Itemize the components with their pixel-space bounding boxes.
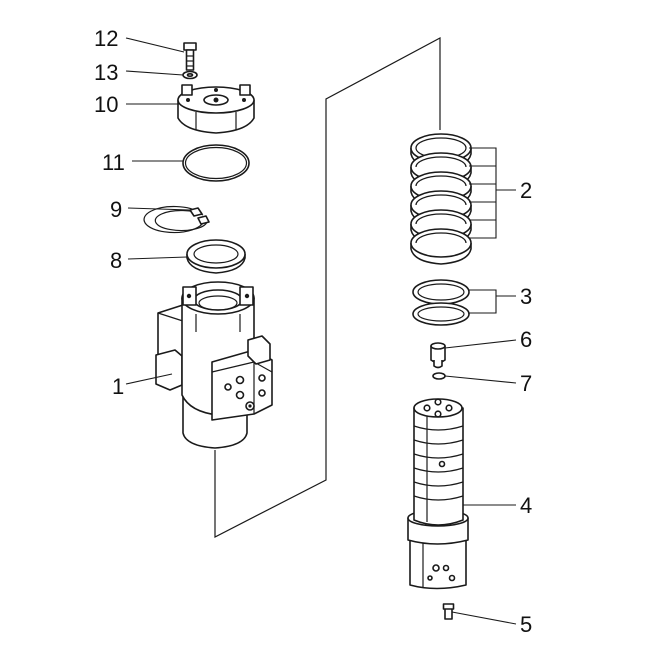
callout-2: 2 <box>520 178 532 203</box>
callout-13: 13 <box>94 60 118 85</box>
callout-8: 8 <box>110 248 122 273</box>
part-cover-10 <box>177 84 255 134</box>
part-swivel-body-1 <box>155 281 273 449</box>
callout-7: 7 <box>520 371 532 396</box>
callout-11: 11 <box>102 150 125 175</box>
callout-9: 9 <box>110 197 122 222</box>
part-ring-seal-8 <box>186 239 246 274</box>
part-seal-rings-2 <box>410 133 472 265</box>
assembly-guide-line <box>214 36 441 538</box>
part-o-ring-7 <box>432 372 446 380</box>
part-backup-rings-3 <box>412 279 470 326</box>
leader-lines <box>125 37 517 625</box>
callout-12: 12 <box>94 26 118 51</box>
part-screw-5 <box>442 603 455 620</box>
part-o-ring-11 <box>182 144 250 182</box>
callout-1: 1 <box>112 374 124 399</box>
part-washer-13 <box>182 70 198 80</box>
part-snap-ring-9 <box>143 205 210 234</box>
callout-10: 10 <box>94 92 118 117</box>
part-plug-6 <box>430 342 446 369</box>
seal-ring <box>410 228 472 265</box>
part-bolt-12 <box>183 42 197 71</box>
callout-3: 3 <box>520 284 532 309</box>
callout-5: 5 <box>520 612 532 637</box>
callout-6: 6 <box>520 327 532 352</box>
part-rotor-shaft-4 <box>407 398 469 590</box>
callout-4: 4 <box>520 493 532 518</box>
